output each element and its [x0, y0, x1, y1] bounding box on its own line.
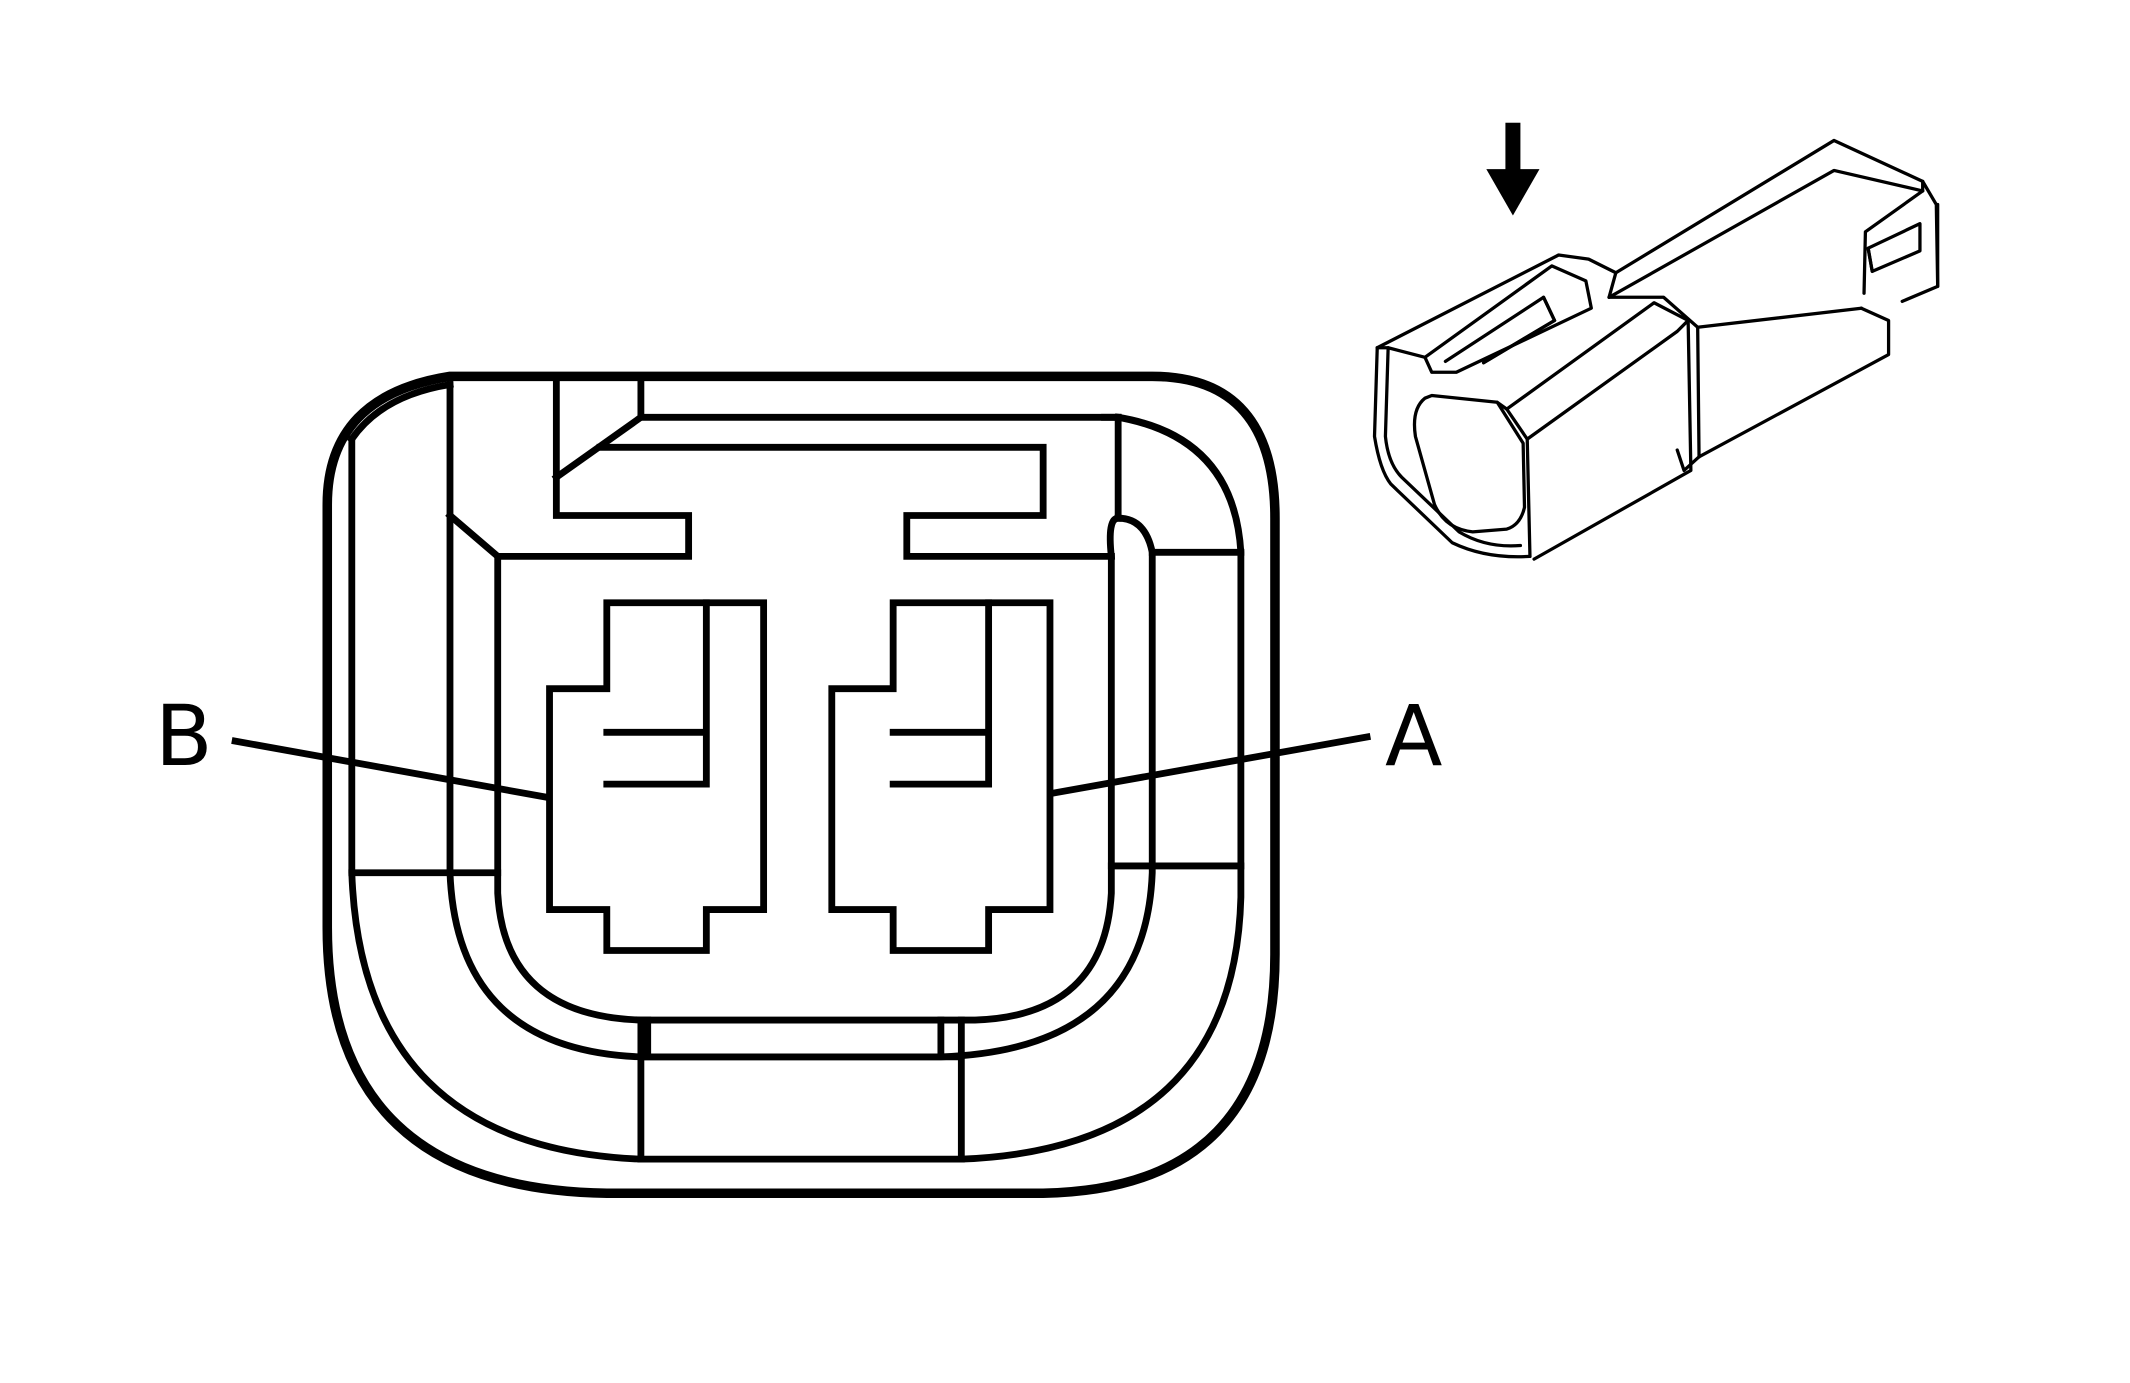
connector-3d-icon	[1372, 138, 1940, 561]
pin-b-leader-line	[231, 737, 551, 802]
down-arrow-icon	[1486, 122, 1540, 216]
pin-a-leader-line	[1049, 733, 1372, 798]
connector-latch-block	[445, 372, 693, 560]
connector-face-view	[231, 371, 1372, 1199]
pin-b-terminal	[546, 599, 768, 954]
pin-b-label: B	[155, 687, 213, 785]
connector-inner-ring	[347, 380, 454, 444]
connector-bottom-key	[637, 1016, 965, 1163]
connector-cavity	[494, 552, 1115, 1024]
pin-a-label: A	[1385, 687, 1442, 785]
connector-outer-housing	[322, 371, 1280, 1199]
pin-a-terminal	[828, 599, 1054, 954]
